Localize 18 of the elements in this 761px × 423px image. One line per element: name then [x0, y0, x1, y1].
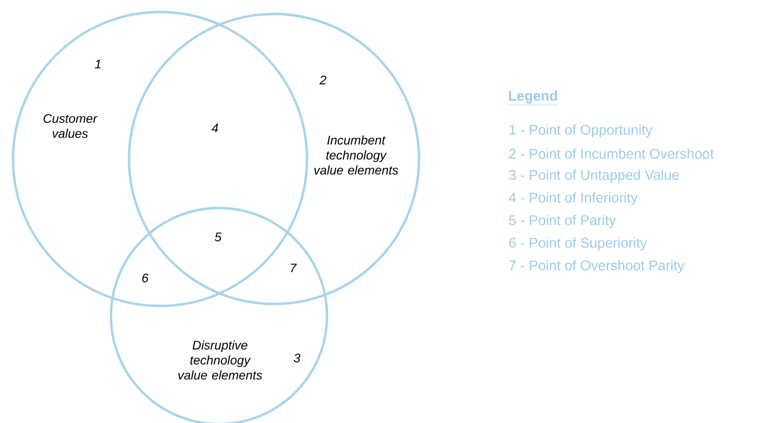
region-number: 3: [294, 354, 300, 362]
circle-label: Disruptive technology value elements: [178, 340, 262, 380]
circle-label: Customer values: [44, 114, 98, 138]
region-number: 7: [290, 264, 297, 272]
region-number: 4: [212, 124, 218, 132]
legend-heading: Legend: [508, 90, 558, 106]
circle-label: Incumbent technology value elements: [314, 135, 398, 175]
legend-item: 5 - Point of Parity: [509, 214, 616, 228]
region-number: 2: [319, 76, 326, 84]
legend-item: 2 - Point of Incumbent Overshoot: [509, 148, 714, 159]
region-number: 1: [94, 60, 100, 68]
legend-item: 1 - Point of Opportunity: [510, 124, 652, 138]
region-number: 6: [142, 274, 148, 282]
legend-item: 7 - Point of Overshoot Parity: [509, 260, 684, 274]
legend-item: 6 - Point of Superiority: [509, 237, 647, 250]
legend-item: 4 - Point of Inferiority: [508, 192, 638, 206]
legend-item: 3 - Point of Untapped Value: [509, 170, 679, 183]
region-number: 5: [214, 232, 222, 242]
